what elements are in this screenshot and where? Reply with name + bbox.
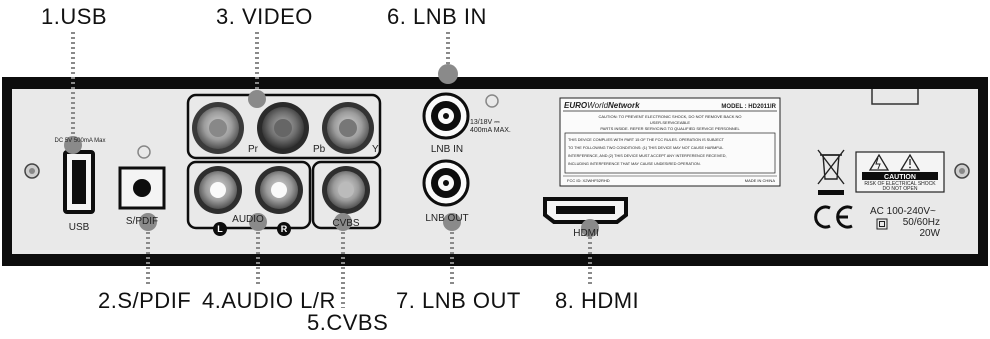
rca-audio-r-jack: [255, 166, 303, 214]
caution-line-2: DO NOT OPEN: [883, 186, 918, 192]
screw-icon-left: [24, 163, 40, 179]
lnb-rating-1: 13/18V ⎓: [470, 119, 500, 126]
made-in: MADE IN CHINA: [745, 178, 776, 183]
fcc-id: FCC ID: X2WHF52RHD: [567, 178, 610, 183]
cvbs-panel-label: CVBS: [332, 218, 360, 229]
callout-video: 3. VIDEO: [216, 4, 313, 29]
rca-pb-jack: [257, 102, 309, 154]
warning-line-1: CAUTION: TO PREVENT ELECTRONIC SHOCK, DO…: [598, 114, 741, 119]
caution-line-1: RISK OF ELECTRICAL SHOCK: [864, 181, 936, 187]
callout-audio: 4.AUDIO L/R: [202, 288, 336, 313]
model-text: MODEL : HD2011IR: [721, 104, 776, 110]
warning-line-3: PARTS INSIDE. REFER SERVICING TO QUALIFI…: [600, 126, 740, 131]
pb-label: Pb: [313, 144, 326, 155]
lnb-rating-2: 400mA MAX.: [470, 127, 511, 134]
mounting-bracket: [871, 89, 919, 105]
rca-audio-l-jack: [194, 166, 242, 214]
lnb-in-connector: [422, 92, 470, 140]
weee-bin-icon: [817, 149, 845, 185]
callout-cvbs: 5.CVBS: [307, 310, 389, 335]
rca-pr-jack: [192, 102, 244, 154]
callout-dots: [64, 64, 599, 237]
fcc-line-3: INTERFERENCE, AND (2) THIS DEVICE MUST A…: [568, 154, 727, 158]
warning-triangle-icon: [899, 153, 921, 171]
chassis-inner-panel: [12, 89, 978, 254]
ce-mark: [814, 205, 853, 229]
power-line-2: 50/60Hz: [903, 217, 940, 228]
lnb-out-panel-label: LNB OUT: [425, 213, 468, 224]
video-block: [186, 93, 382, 160]
lightning-warning-icon: [868, 153, 890, 171]
hdmi-panel-label: HDMI: [573, 228, 599, 239]
fcc-line-2: TO THE FOLLOWING TWO CONDITIONS: (1) THI…: [568, 146, 723, 150]
audio-r-badge: [277, 222, 291, 236]
callout-lnb-out: 7. LNB OUT: [396, 288, 521, 313]
callout-usb: 1.USB: [41, 4, 108, 29]
spdif-panel-label: S/PDIF: [126, 216, 158, 227]
callout-hdmi: 8. HDMI: [555, 288, 640, 313]
power-line-1: AC 100-240V~: [870, 206, 936, 217]
usb-panel-label: USB: [69, 222, 90, 233]
y-label: Y: [372, 144, 379, 155]
audio-l-badge: [213, 222, 227, 236]
fcc-line-4: INCLUDING INTERFERENCE THAT MAY CAUSE UN…: [568, 162, 701, 166]
callout-spdif: 2.S/PDIF: [98, 288, 192, 313]
pr-label: Pr: [248, 144, 259, 155]
audio-l-letter: L: [217, 224, 223, 234]
audio-block: [186, 160, 312, 230]
callout-lnb-in: 6. LNB IN: [387, 4, 487, 29]
lnb-in-panel-label: LNB IN: [431, 144, 463, 155]
audio-r-letter: R: [281, 224, 288, 234]
usb-rating-text: DC 5V 500mA Max: [54, 138, 105, 144]
power-line-3: 20W: [919, 228, 940, 239]
warning-line-2: USER-SERVICEABLE: [650, 120, 690, 125]
screw-icon-right: [954, 163, 970, 179]
rca-cvbs-jack: [322, 166, 370, 214]
fcc-line-1: THIS DEVICE COMPLIES WITH PART 15 OF THE…: [568, 138, 725, 142]
spdif-screw: [137, 145, 151, 159]
brand-logo: EUROWorldNetwork: [564, 101, 640, 110]
label-sticker: [559, 97, 781, 187]
lnb-out-connector: [422, 159, 470, 207]
callout-leaders: [71, 32, 592, 308]
lnb-screw: [485, 94, 499, 108]
double-insulation-icon: [876, 218, 888, 230]
rca-y-jack: [322, 102, 374, 154]
caution-title: CAUTION: [884, 174, 916, 181]
audio-panel-label: AUDIO: [232, 214, 264, 225]
